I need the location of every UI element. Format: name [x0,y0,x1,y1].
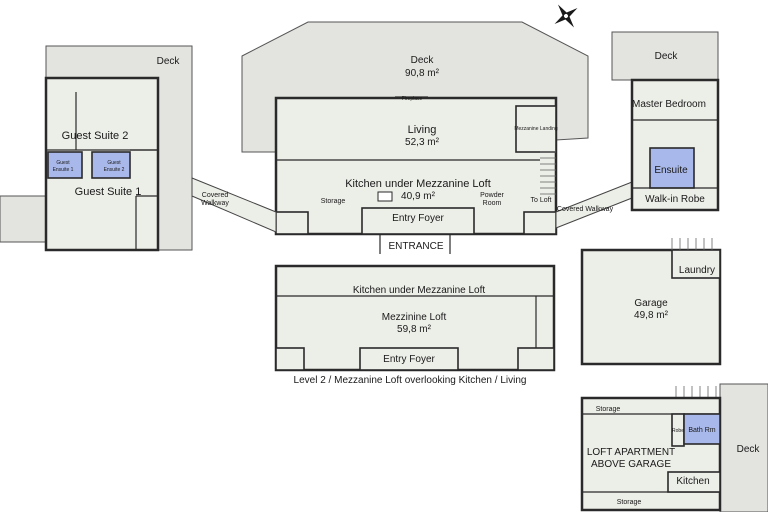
l2-caption: Level 2 / Mezzanine Loft overlooking Kit… [294,375,527,386]
kitchen-island [377,191,393,202]
garage-stairs [671,238,713,250]
garage-label: Garage [634,298,668,309]
loft-bath [683,413,721,445]
covered-walkway-left [191,177,277,233]
loft-deck [719,383,768,512]
covered-walkway-left-label-1: Covered [202,192,229,199]
covered-walkway-right [555,181,633,229]
powder-nook [523,211,557,235]
deck-right-label: Deck [655,51,679,62]
guest-suite-1-label: Guest Suite 1 [75,186,142,198]
mezzanine-landing [515,105,557,153]
entry-foyer-label: Entry Foyer [392,213,444,224]
loft-storage-bottom-label: Storage [617,499,642,506]
deck-left-label: Deck [157,56,181,67]
guest-ensuite-2 [91,151,131,179]
to-loft-label: To Loft [530,197,551,204]
guest-ensuite-1-label-b: Ensuite 1 [53,167,74,173]
guest-ensuite-1 [47,151,83,179]
covered-walkway-right-label: Covered Walkway [557,206,614,213]
storage-label: Storage [321,198,346,205]
stairs [540,151,556,195]
loft-kitchen-label: Kitchen [676,476,709,487]
loft-apartment-label-1: LOFT APARTMENT [587,447,675,458]
l2-mezzanine-label: Mezzinine Loft [382,312,447,323]
deck-loft-label: Deck [737,444,761,455]
guest-ensuite-1-label-a: Guest [56,160,70,166]
deck-main-label: Deck [411,55,435,66]
master-deck [611,31,719,81]
kitchen-label: Kitchen under Mezzanine Loft [345,178,491,190]
l2-mezzanine-area: 59,8 m² [397,324,432,335]
loft-bath-label: Bath Rm [688,427,715,434]
laundry-room [671,249,721,279]
master-bedroom-label: Master Bedroom [632,99,706,110]
deck-main-area: 90,8 m² [405,68,440,79]
loft-robe-label: Robe [672,428,684,434]
ensuite-label: Ensuite [654,165,688,176]
l2-entry-foyer [359,347,459,371]
covered-walkway-left-label-2: Walkway [201,200,229,207]
guest-suite-2-label: Guest Suite 2 [62,130,129,142]
powder-room-label-2: Room [483,200,502,207]
kitchen-area: 40,9 m² [401,191,436,202]
guest-ensuite-2-label-b: Ensuite 2 [104,167,125,173]
guest-ensuite-2-label-a: Guest [107,160,121,166]
entry-foyer [361,207,475,235]
living-label: Living [408,124,437,136]
walk-in-robe-label: Walk-in Robe [645,194,705,205]
storage-nook [275,211,309,235]
l2-kitchen-label: Kitchen under Mezzanine Loft [353,285,486,296]
loft-storage-top-label: Storage [596,406,621,413]
garage-area: 49,8 m² [634,310,669,321]
laundry-label: Laundry [679,265,715,276]
powder-room-label-1: Powder [480,192,504,199]
loft-stairs [675,386,717,398]
living-area: 52,3 m² [405,137,440,148]
l2-entry-foyer-label: Entry Foyer [383,354,435,365]
compass-icon [554,4,578,28]
fireplace-label: Fireplace [402,96,423,102]
loft-apartment-label-2: ABOVE GARAGE [591,459,671,470]
loft-kitchen [667,471,721,493]
entrance-label: ENTRANCE [388,241,443,252]
side-deck-left [0,195,47,243]
mezzanine-landing-label: Mezzanine Landing [514,126,558,132]
